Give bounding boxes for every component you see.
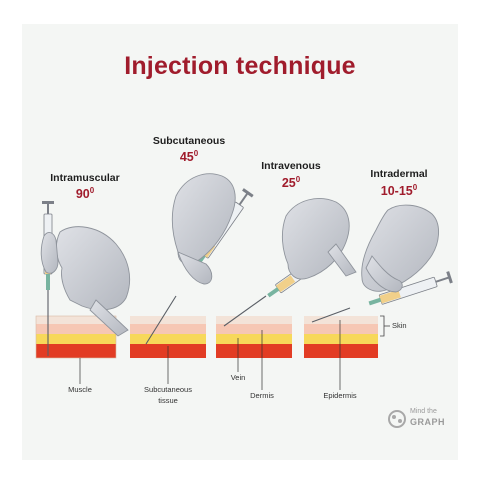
angle-label-subcutaneous: 450 <box>179 149 199 164</box>
skin-block-intravenous <box>216 316 292 358</box>
syringe-intradermal <box>368 271 453 306</box>
method-label-intravenous: Intravenous <box>261 160 321 172</box>
angle-label-intramuscular: 900 <box>75 186 95 201</box>
layer-label-dermis: Dermis <box>250 391 274 400</box>
layer-label-vein: Vein <box>230 373 246 382</box>
mind-the-graph-logo: Mind the GRAPH <box>387 407 447 433</box>
needles <box>47 290 351 356</box>
method-label-intramuscular: Intramuscular <box>50 172 120 184</box>
layer-label-muscle: Muscle <box>68 385 92 394</box>
method-label-intradermal: Intradermal <box>370 168 428 180</box>
angle-label-intravenous: 250 <box>281 175 301 190</box>
skin-block-intradermal <box>304 316 378 358</box>
layer-label-epidermis: Epidermis <box>323 391 357 400</box>
brain-logo-icon <box>388 410 406 428</box>
label-leader-lines <box>79 320 341 390</box>
layer-label-subcutaneous-tissue: Subcutaneous tissue <box>144 385 192 405</box>
angle-label-intradermal: 10-150 <box>380 183 418 198</box>
skin-block-intramuscular <box>35 315 117 359</box>
skin-bracket <box>380 315 385 337</box>
layer-label-skin: Skin <box>392 321 407 330</box>
gloved-hands <box>40 173 439 337</box>
page-title: Injection technique <box>124 52 356 80</box>
method-label-subcutaneous: Subcutaneous <box>152 135 226 147</box>
